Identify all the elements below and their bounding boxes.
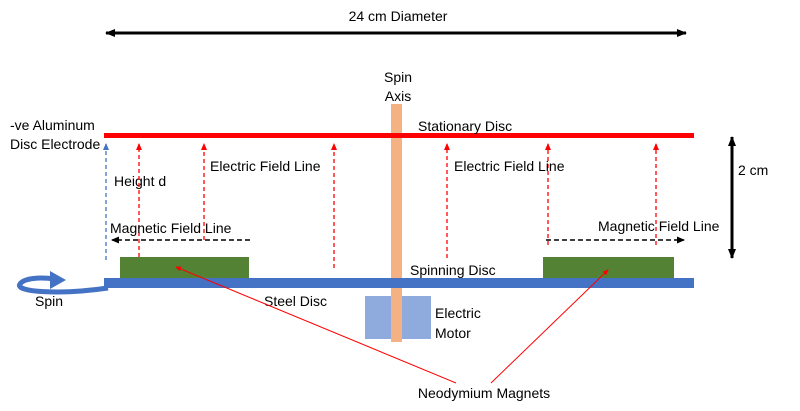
spinning-disc-label: Spinning Disc bbox=[410, 262, 496, 278]
electric-field-label-left: Electric Field Line bbox=[210, 158, 321, 174]
magnet-pointer-right bbox=[490, 269, 609, 384]
diameter-label: 24 cm Diameter bbox=[349, 8, 448, 24]
steel-disc-label: Steel Disc bbox=[264, 293, 327, 309]
magnet-pointer-left bbox=[175, 266, 457, 384]
electric-field-label-right: Electric Field Line bbox=[454, 158, 565, 174]
stationary-disc-label: Stationary Disc bbox=[418, 118, 512, 134]
spin-axis-shaft bbox=[391, 104, 402, 342]
magnet-left bbox=[120, 257, 249, 278]
spin-axis-label-line2: Axis bbox=[385, 88, 411, 104]
electrode-label-line1: -ve Aluminum bbox=[10, 117, 95, 133]
motor-label-line1: Electric bbox=[435, 305, 481, 321]
magnet-right bbox=[543, 257, 674, 278]
motor-label-line2: Motor bbox=[435, 325, 471, 341]
gap-label: 2 cm bbox=[738, 162, 768, 178]
magnetic-field-label-right: Magnetic Field Line bbox=[598, 218, 720, 234]
height-d-label: Height d bbox=[114, 173, 166, 189]
spin-label: Spin bbox=[35, 293, 63, 309]
magnetic-field-label-left: Magnetic Field Line bbox=[110, 220, 232, 236]
steel-disc bbox=[104, 278, 694, 288]
neodymium-magnets-label: Neodymium Magnets bbox=[418, 385, 550, 401]
spin-rotation-icon bbox=[17, 271, 109, 295]
electrode-label-line2: Disc Electrode bbox=[10, 136, 100, 152]
spin-axis-label-line1: Spin bbox=[384, 69, 412, 85]
stationary-disc bbox=[104, 133, 694, 138]
